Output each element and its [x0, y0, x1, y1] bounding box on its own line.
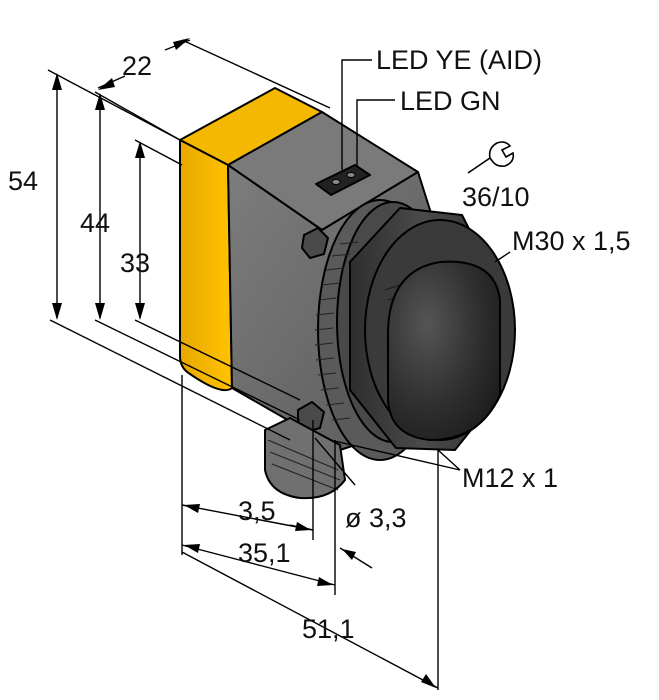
label-dim-33: 33: [120, 248, 150, 278]
label-dim-44: 44: [80, 208, 110, 238]
label-led-gn: LED GN: [400, 86, 501, 116]
label-dim-51-1: 51,1: [302, 614, 355, 644]
label-dim-3-5: 3,5: [238, 496, 276, 526]
label-wrench-size: 36/10: [462, 182, 530, 212]
wrench-icon: [467, 141, 515, 174]
label-dim-22: 22: [122, 51, 152, 81]
led-window: [315, 164, 371, 196]
label-led-ye: LED YE (AID): [376, 45, 542, 75]
label-connector-thread: M12 x 1: [462, 463, 558, 493]
sensor-housing: [179, 87, 516, 500]
lens: [387, 260, 501, 441]
housing-yellow-side: [179, 139, 233, 392]
mounting-hole-top: [301, 227, 329, 259]
label-hole-diameter: ø 3,3: [345, 503, 407, 533]
dimension-lines: [47, 38, 511, 690]
knurl-marks: [314, 241, 359, 421]
label-thread-front: M30 x 1,5: [512, 226, 631, 256]
label-dim-54: 54: [8, 166, 38, 196]
label-dim-35-1: 35,1: [238, 538, 291, 568]
